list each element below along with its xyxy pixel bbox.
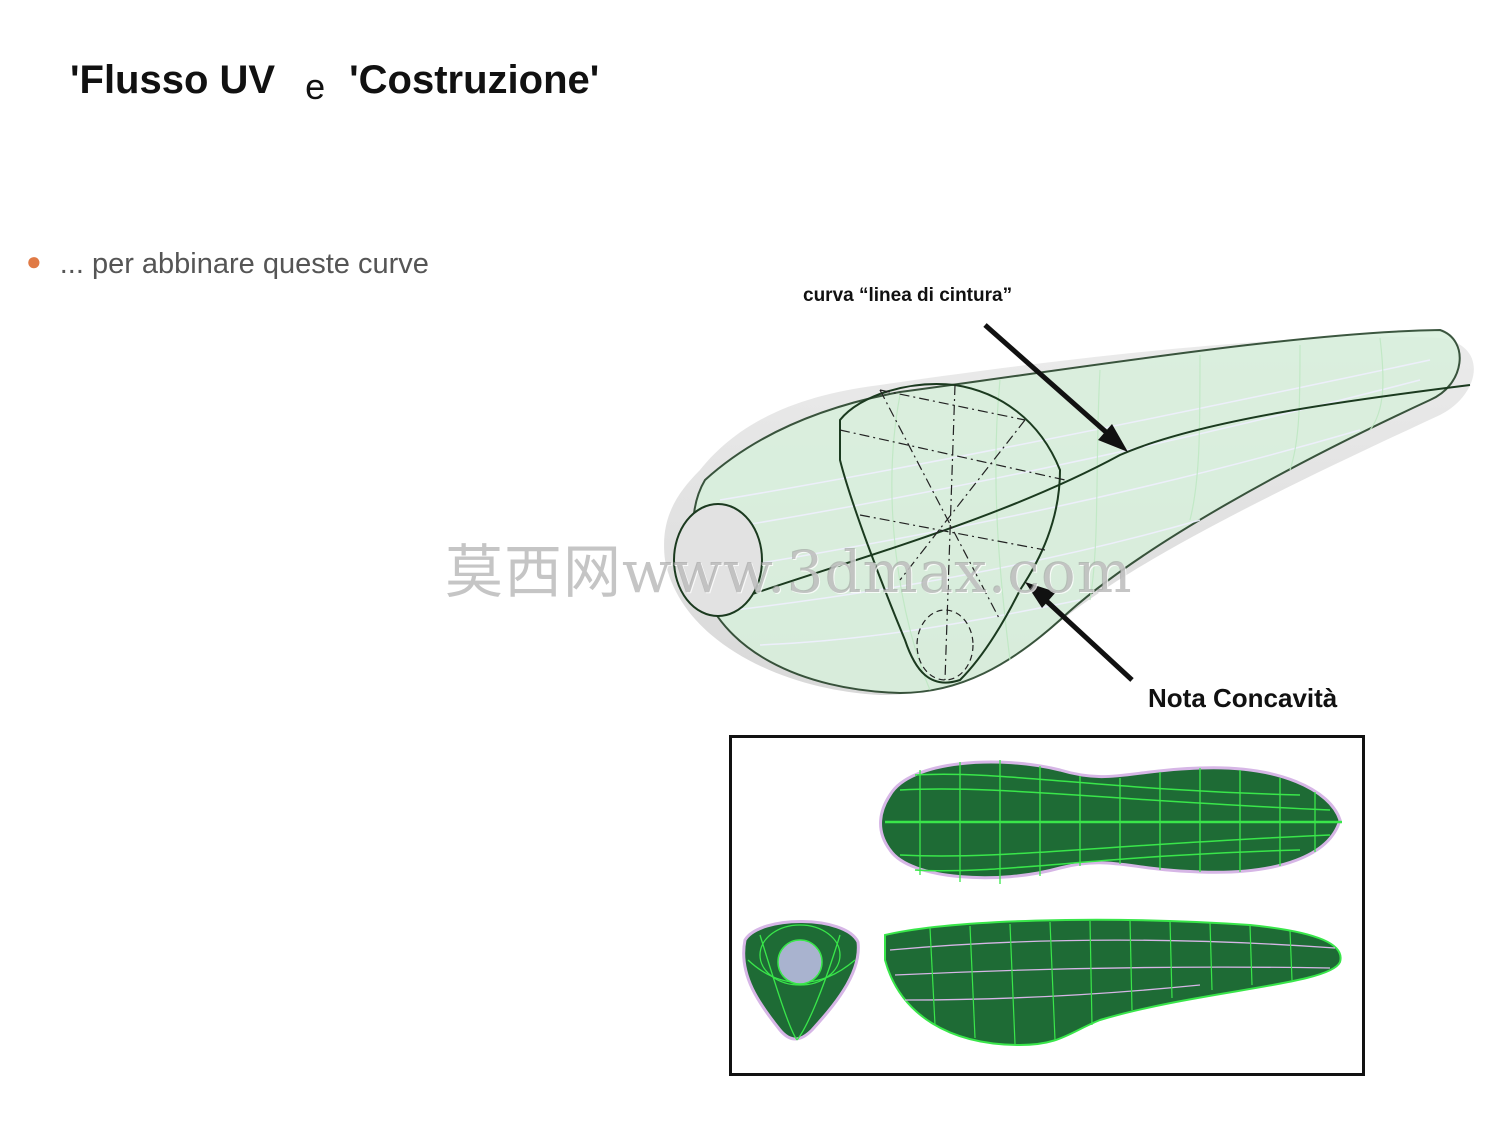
title-part-2: 'Costruzione' bbox=[349, 58, 600, 102]
slide-title: 'Flusso UV e 'Costruzione' bbox=[70, 58, 600, 107]
side-view bbox=[884, 918, 1342, 1047]
belt-line-curve bbox=[734, 384, 1471, 601]
bullet-item: ● ... per abbinare queste curve bbox=[26, 246, 429, 281]
label-belt-line-curve: curva “linea di cintura” bbox=[803, 285, 1013, 306]
views-inset-panel bbox=[729, 735, 1365, 1076]
body-surface bbox=[692, 328, 1461, 695]
nose-cap bbox=[673, 503, 763, 617]
front-view bbox=[742, 920, 860, 1041]
title-part-1: 'Flusso UV bbox=[70, 58, 276, 102]
arrow-concavity bbox=[1025, 582, 1134, 682]
top-view bbox=[879, 760, 1342, 884]
bullet-text: ... per abbinare queste curve bbox=[59, 248, 429, 280]
arrow-belt-line bbox=[983, 323, 1128, 452]
label-note-concavity: Nota Concavità bbox=[1148, 683, 1338, 713]
bullet-dot-icon: ● bbox=[26, 246, 42, 276]
title-conjunction: e bbox=[305, 66, 326, 107]
front-nose-cap bbox=[777, 939, 823, 985]
watermark-text: 莫西网www.3dmax.com bbox=[445, 538, 1133, 606]
